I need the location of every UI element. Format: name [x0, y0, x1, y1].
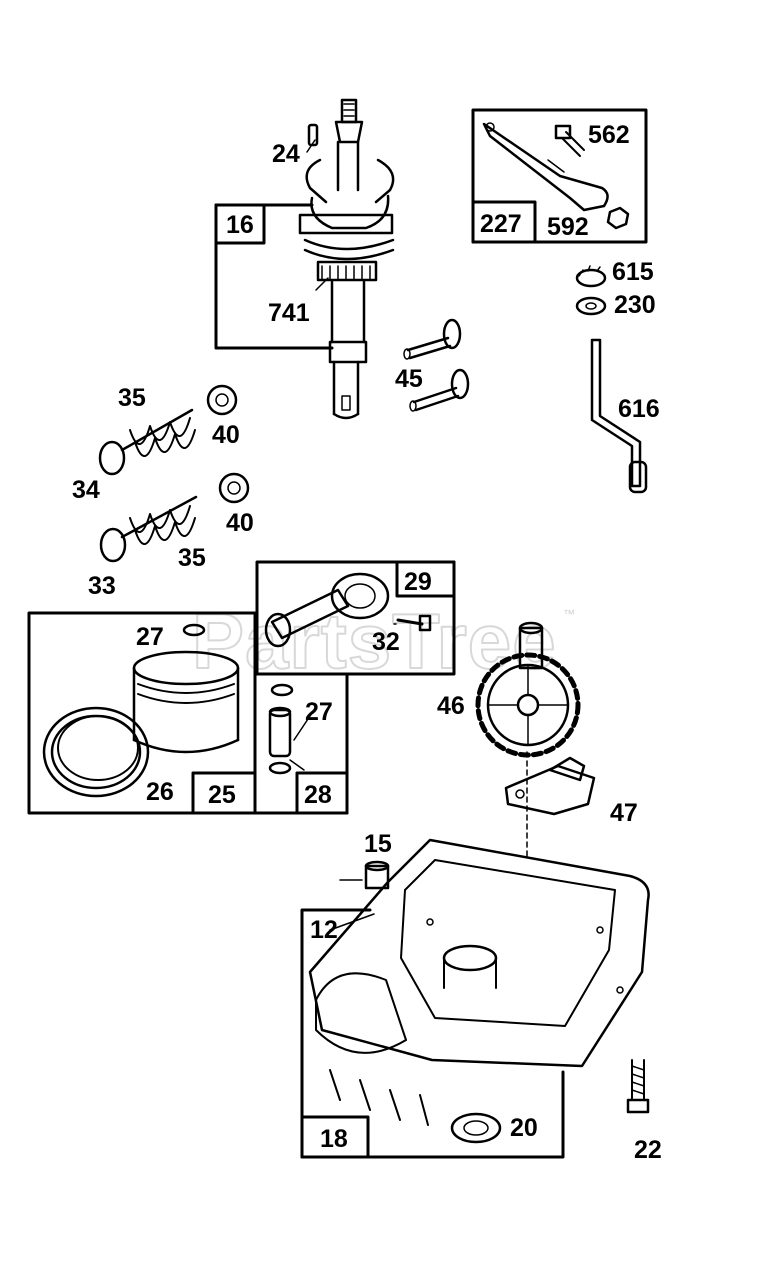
- label-27-lower[interactable]: 27: [305, 698, 333, 726]
- kit-box-16: [214, 203, 334, 350]
- valve-retainer-40-upper-illustration: [206, 384, 238, 416]
- label-32[interactable]: 32: [372, 628, 400, 656]
- label-616[interactable]: 616: [618, 395, 660, 423]
- watermark-text: PartsTree: [192, 597, 557, 685]
- label-26[interactable]: 26: [146, 778, 174, 806]
- kit-label-29[interactable]: 29: [404, 568, 432, 596]
- kit-label-18[interactable]: 18: [320, 1125, 348, 1153]
- washer-230-illustration: [575, 296, 607, 316]
- valve-spring-35-upper-illustration: [98, 408, 196, 476]
- label-45[interactable]: 45: [395, 365, 423, 393]
- label-40-lower[interactable]: 40: [226, 509, 254, 537]
- governor-47-illustration: [504, 756, 596, 816]
- label-46[interactable]: 46: [437, 692, 465, 720]
- label-27-upper[interactable]: 27: [136, 623, 164, 651]
- kit-label-227[interactable]: 227: [480, 210, 522, 238]
- retainer-ring-27-upper-illustration: [182, 623, 206, 637]
- label-741[interactable]: 741: [268, 299, 310, 327]
- kit-box-18: [300, 908, 565, 1159]
- watermark-trademark: ™: [563, 607, 575, 621]
- piston-pin-illustration: [268, 706, 292, 758]
- label-22[interactable]: 22: [634, 1136, 662, 1164]
- kit-box-28: [253, 672, 349, 815]
- kit-box-227: [471, 108, 648, 244]
- camshaft-gear-illustration: [475, 621, 581, 758]
- governor-link-illustration: [482, 122, 630, 230]
- kit-label-25[interactable]: 25: [208, 781, 236, 809]
- sump-bolt-22-illustration: [626, 1059, 650, 1114]
- label-592[interactable]: 592: [547, 213, 589, 241]
- breather-15-illustration: [364, 860, 390, 890]
- label-35-lower[interactable]: 35: [178, 544, 206, 572]
- nut-615-illustration: [575, 265, 607, 288]
- tappet-45-upper-illustration: [403, 318, 462, 360]
- label-47[interactable]: 47: [610, 799, 638, 827]
- label-24[interactable]: 24: [272, 140, 300, 168]
- tappet-45-lower-illustration: [409, 368, 470, 412]
- label-615[interactable]: 615: [612, 258, 654, 286]
- retainer-ring-27-lower-illustration: [268, 683, 294, 775]
- label-40-upper[interactable]: 40: [212, 421, 240, 449]
- label-15[interactable]: 15: [364, 830, 392, 858]
- label-20[interactable]: 20: [510, 1114, 538, 1142]
- valve-spring-35-lower-illustration: [99, 495, 198, 563]
- kit-label-28[interactable]: 28: [304, 781, 332, 809]
- key-24-illustration: [307, 123, 319, 147]
- connecting-rod-illustration: [264, 572, 390, 648]
- leader-lines: [289, 139, 528, 931]
- piston-illustration: [132, 650, 240, 754]
- label-230[interactable]: 230: [614, 291, 656, 319]
- valve-retainer-40-lower-illustration: [218, 472, 250, 504]
- label-33[interactable]: 33: [88, 572, 116, 600]
- engine-sump-illustration: [308, 838, 650, 1126]
- label-562[interactable]: 562: [588, 121, 630, 149]
- rod-bolt-32-illustration: [396, 614, 432, 632]
- oil-seal-20-illustration: [450, 1112, 502, 1144]
- label-34[interactable]: 34: [72, 476, 100, 504]
- kit-label-16[interactable]: 16: [226, 211, 254, 239]
- kit-box-29: [255, 560, 456, 676]
- label-35-upper[interactable]: 35: [118, 384, 146, 412]
- crankshaft-illustration: [298, 98, 395, 420]
- label-12[interactable]: 12: [310, 916, 338, 944]
- governor-shaft-616-illustration: [590, 338, 648, 494]
- piston-rings-26-illustration: [42, 706, 150, 798]
